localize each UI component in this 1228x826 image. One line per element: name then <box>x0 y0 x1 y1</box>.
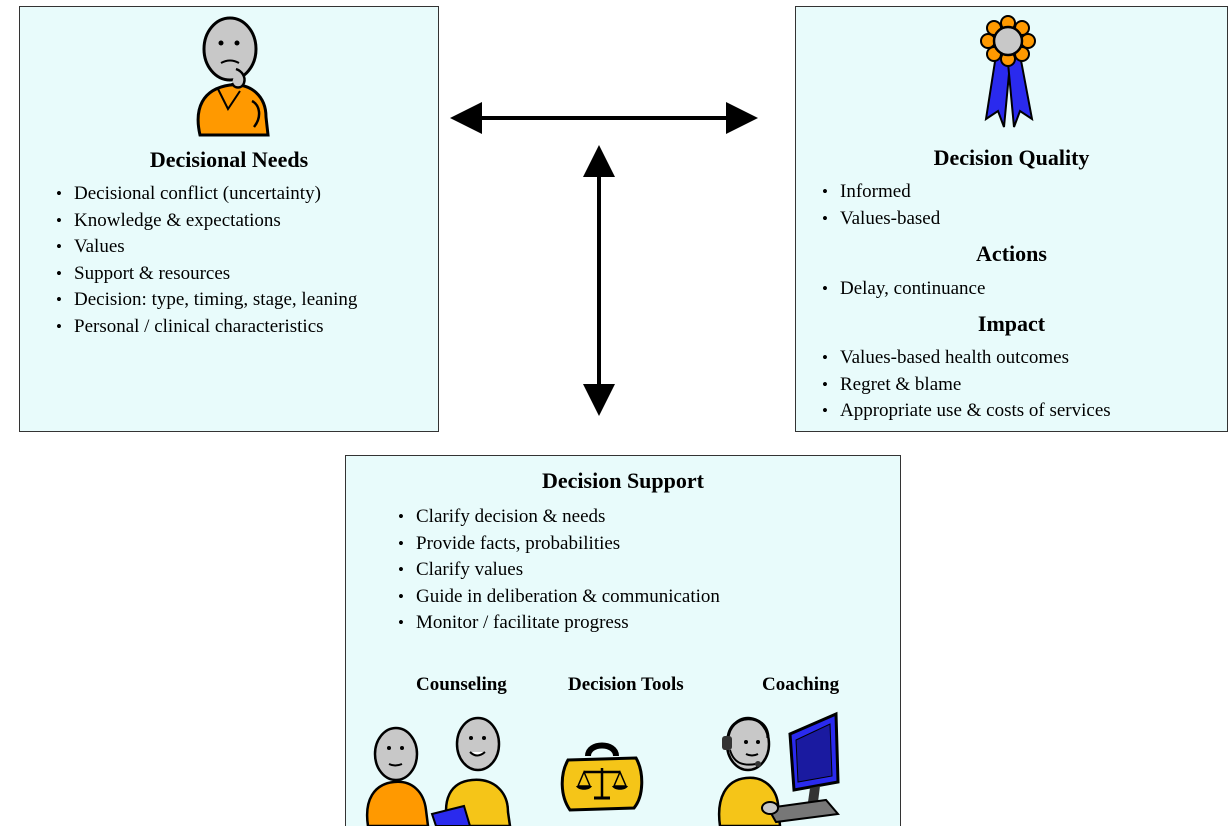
decision-tools-label: Decision Tools <box>568 674 684 695</box>
scales-briefcase-icon <box>560 742 644 812</box>
decision-quality-box: Decision Quality Informed Values-based A… <box>795 6 1228 432</box>
coaching-headset-computer-icon <box>717 711 840 826</box>
list-item: Personal / clinical characteristics <box>54 314 357 341</box>
list-item: Values-based <box>820 206 940 233</box>
list-item: Clarify decision & needs <box>396 504 720 531</box>
list-item: Informed <box>820 179 940 206</box>
list-item: Regret & blame <box>820 372 1111 399</box>
list-item: Delay, continuance <box>820 276 985 303</box>
impact-heading: Impact <box>977 311 1046 336</box>
decision-quality-list: Informed Values-based <box>820 179 940 232</box>
list-item: Decision: type, timing, stage, leaning <box>54 287 357 314</box>
thinking-person-icon <box>196 16 270 137</box>
list-item: Guide in deliberation & communication <box>396 584 720 611</box>
decisional-needs-list: Decisional conflict (uncertainty) Knowle… <box>54 181 357 340</box>
decisional-needs-title: Decisional Needs <box>149 147 309 172</box>
list-item: Support & resources <box>54 261 357 288</box>
decision-support-list: Clarify decision & needs Provide facts, … <box>396 504 720 637</box>
list-item: Clarify values <box>396 557 720 584</box>
actions-heading: Actions <box>976 241 1047 266</box>
counseling-label: Counseling <box>416 674 507 695</box>
list-item: Provide facts, probabilities <box>396 531 720 558</box>
list-item: Values <box>54 234 357 261</box>
counseling-people-icon <box>365 716 512 826</box>
decision-quality-title: Decision Quality <box>933 145 1090 170</box>
actions-list: Delay, continuance <box>820 276 985 303</box>
decision-support-box: Decision Support Clarify decision & need… <box>345 455 901 826</box>
decision-support-title: Decision Support <box>542 468 704 493</box>
award-ribbon-icon <box>980 15 1036 128</box>
impact-list: Values-based health outcomes Regret & bl… <box>820 345 1111 425</box>
list-item: Monitor / facilitate progress <box>396 610 720 637</box>
coaching-label: Coaching <box>762 674 840 695</box>
list-item: Decisional conflict (uncertainty) <box>54 181 357 208</box>
decisional-needs-box: Decisional Needs Decisional conflict (un… <box>19 6 439 432</box>
list-item: Appropriate use & costs of services <box>820 398 1111 425</box>
list-item: Knowledge & expectations <box>54 208 357 235</box>
list-item: Values-based health outcomes <box>820 345 1111 372</box>
